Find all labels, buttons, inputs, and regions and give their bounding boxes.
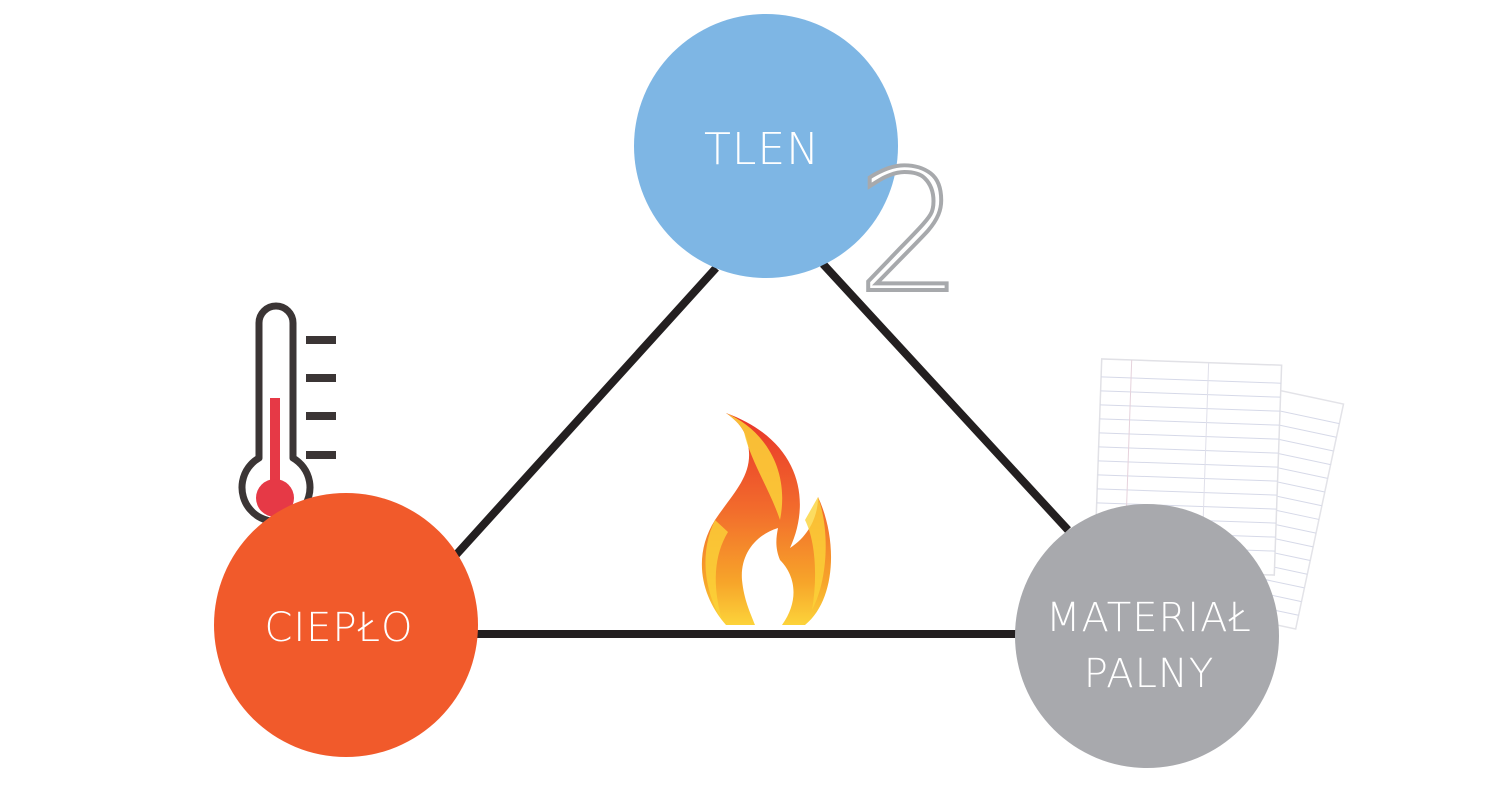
node-heat-label: CIEPŁO bbox=[264, 605, 413, 651]
node-heat-circle bbox=[214, 493, 478, 757]
node-fuel: MATERIAŁ PALNY bbox=[1015, 504, 1279, 768]
node-oxygen-label: TLEN bbox=[704, 124, 820, 175]
triangle-edges bbox=[452, 261, 1071, 638]
node-oxygen-circle bbox=[634, 14, 898, 278]
flame-icon bbox=[701, 413, 832, 625]
node-fuel-label-line1: MATERIAŁ bbox=[1046, 595, 1252, 641]
edge-oxygen-heat bbox=[452, 265, 719, 559]
thermometer-icon bbox=[238, 302, 336, 525]
node-oxygen: TLEN 2 bbox=[634, 14, 965, 332]
edge-oxygen-fuel bbox=[820, 261, 1071, 533]
node-fuel-label-line2: PALNY bbox=[1084, 651, 1215, 697]
node-heat: CIEPŁO bbox=[214, 493, 478, 757]
node-fuel-circle bbox=[1015, 504, 1279, 768]
node-oxygen-subscript: 2 bbox=[857, 134, 964, 330]
